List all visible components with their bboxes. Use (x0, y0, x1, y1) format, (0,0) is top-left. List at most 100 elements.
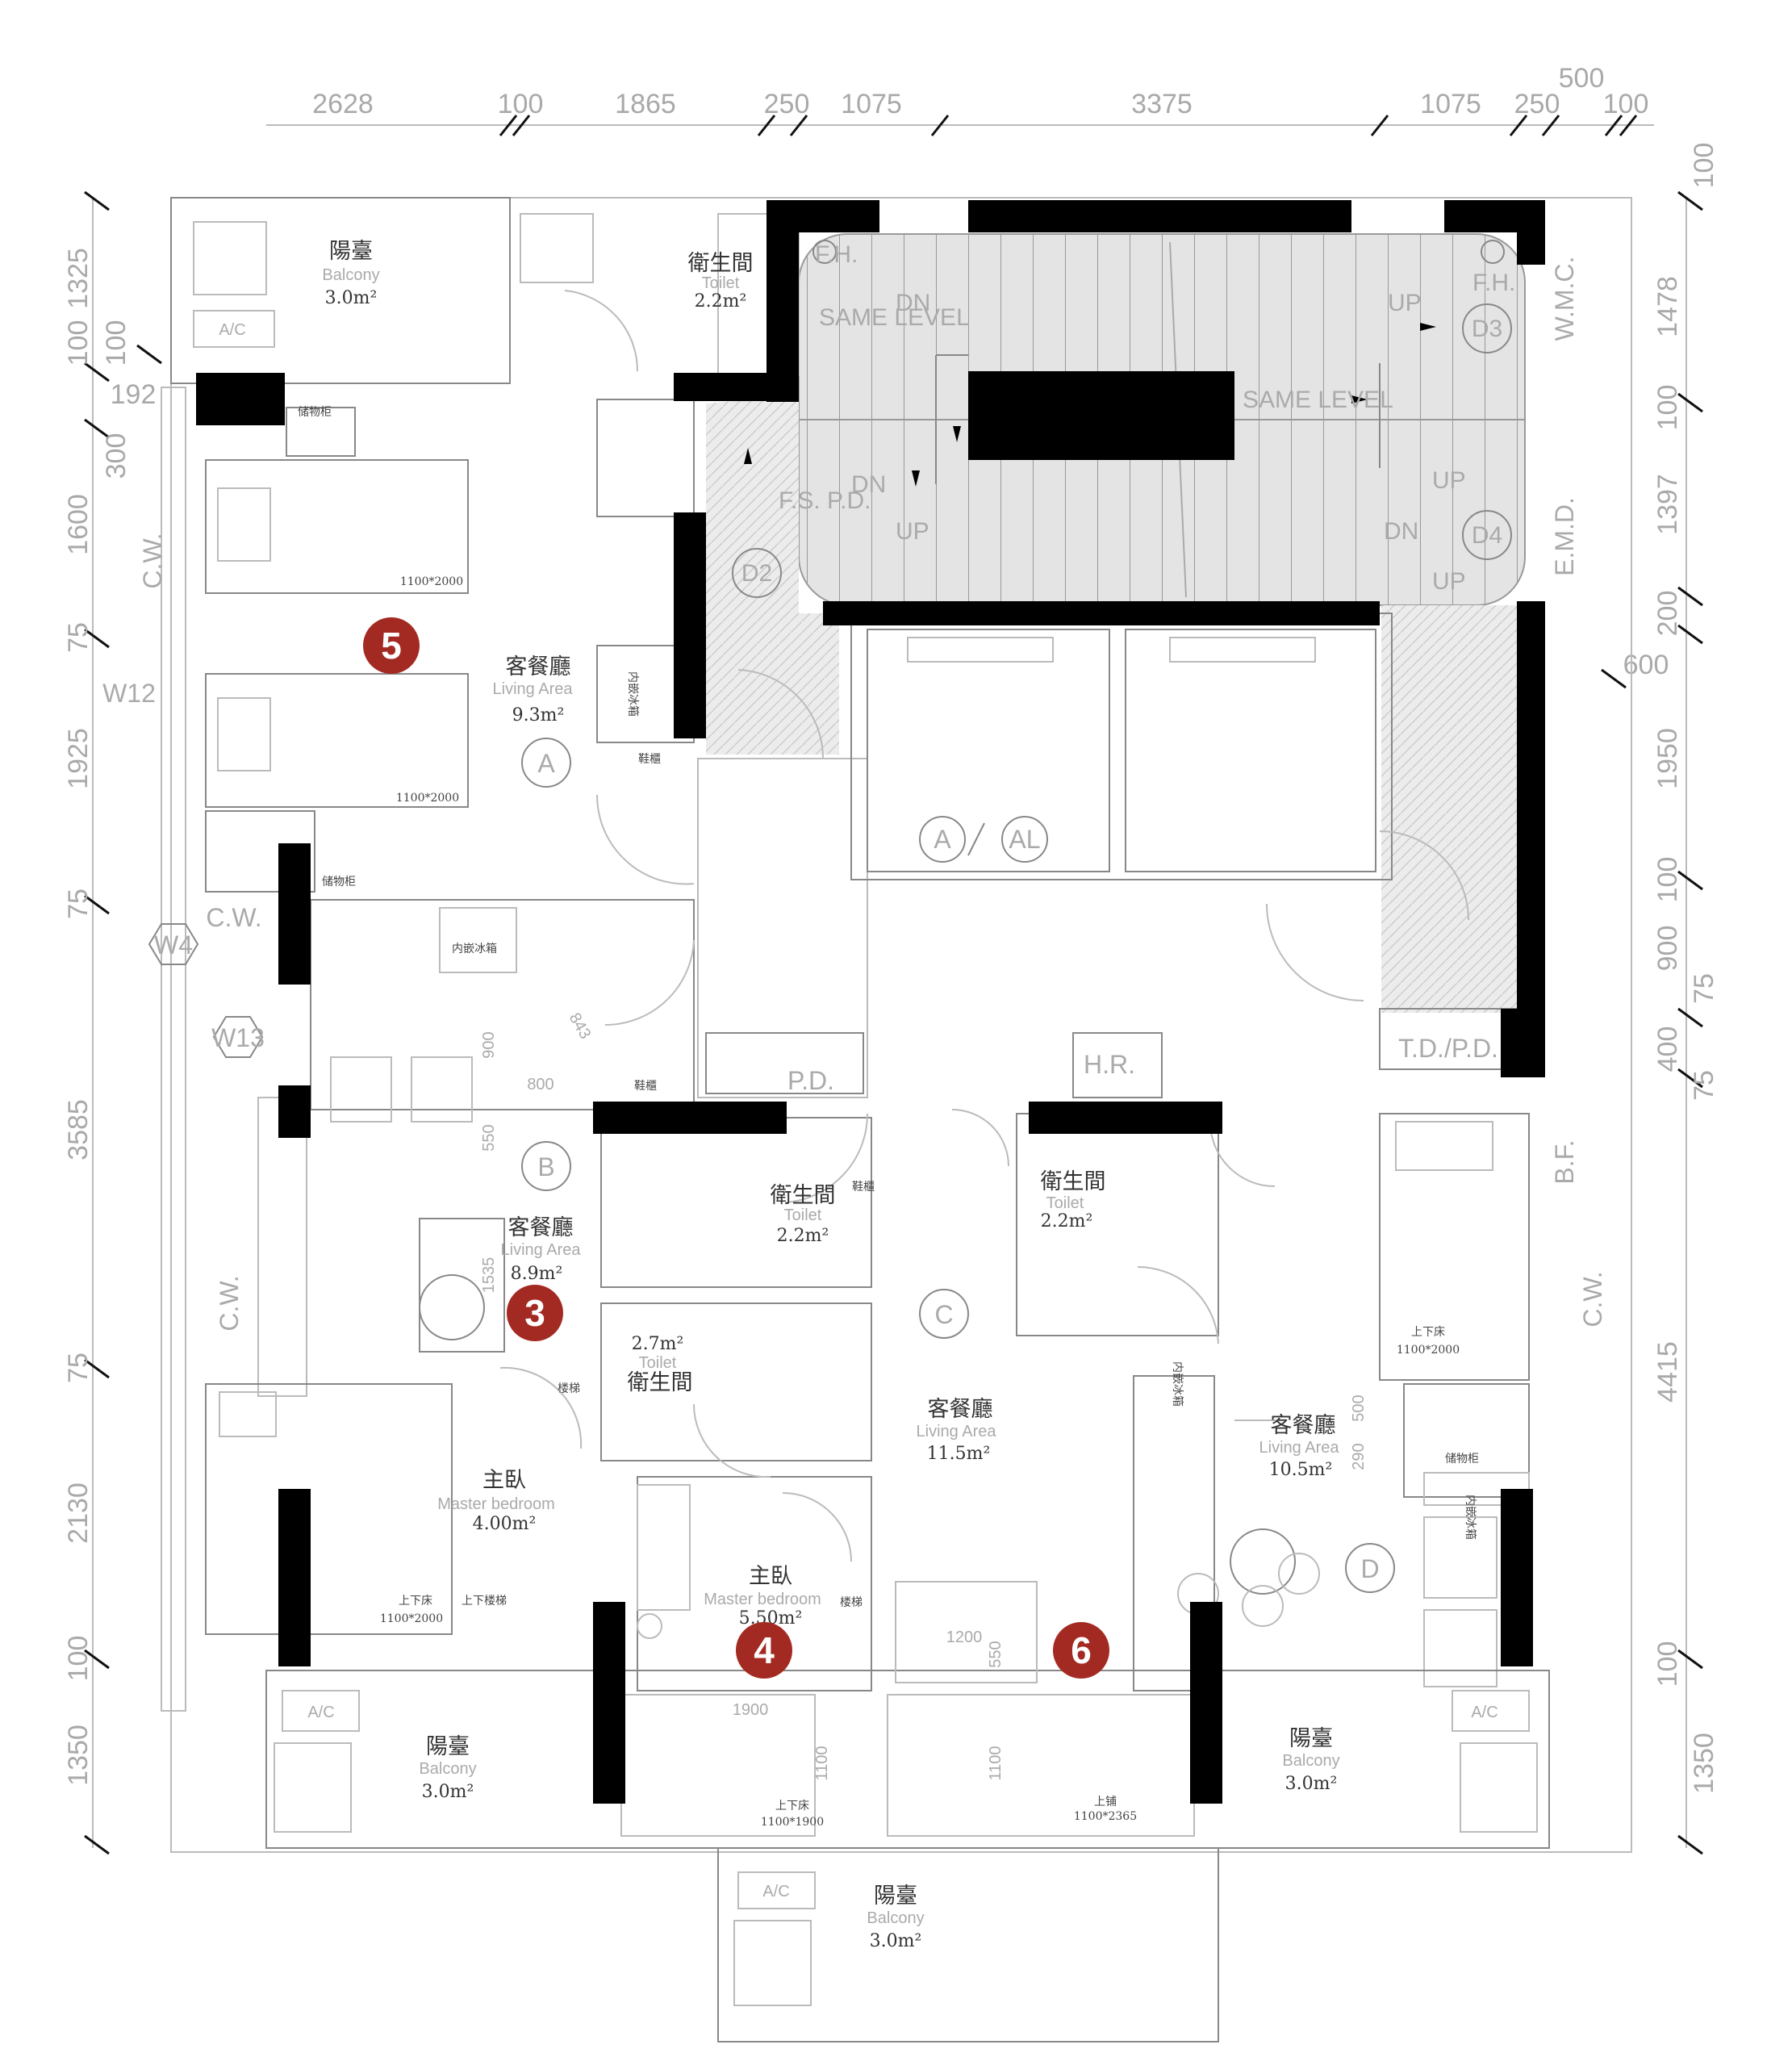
shoe-label-1: 鞋櫃 (638, 753, 661, 766)
dim-left-12: 100 (63, 1636, 94, 1682)
svg-text:2.7m²: 2.7m² (632, 1334, 684, 1354)
dim-right-3: 1397 (1652, 474, 1683, 535)
room-toilet-mid: 2.7m² Toilet 衛生間 (628, 1334, 693, 1395)
stair-label-m: 楼梯 (840, 1596, 863, 1609)
svg-text:1100: 1100 (987, 1746, 1005, 1780)
dim-top-1: 100 (498, 89, 544, 119)
dim-left-2: 100 (101, 320, 132, 366)
fridge-label-2: 内嵌冰箱 (626, 671, 639, 717)
furniture-labels: 1100*2000 1100*2000 1100*2000 1100*2000 … (219, 321, 1498, 1900)
dim-right-8: 100 (1652, 857, 1683, 903)
marker-4: 4 (754, 1629, 775, 1671)
dim-left-4: 300 (101, 433, 132, 479)
marker-circle-5 (363, 617, 420, 674)
cw-label-2: C.W. (206, 903, 261, 932)
dim-top-2: 1865 (615, 89, 676, 119)
lift-a-label: A (934, 825, 951, 854)
cw-label-4: C.W. (1578, 1271, 1607, 1327)
d2-label: D2 (741, 560, 772, 587)
stair-label-b: 楼梯 (558, 1382, 580, 1395)
emd-label: E.M.D. (1550, 497, 1579, 576)
dim-left-11: 2130 (63, 1482, 94, 1544)
bunk-label-2: 上下床 (399, 1595, 432, 1608)
same-level-1: SAME LEVEL (819, 304, 970, 331)
dim-left-8: 75 (63, 889, 94, 919)
bed-size-6: 1100*2365 (1074, 1810, 1137, 1823)
room-balcony-bl: 陽臺 Balcony 3.0m² (419, 1734, 476, 1802)
svg-text:主臥: 主臥 (749, 1564, 792, 1589)
dim-right-13: 100 (1652, 1641, 1683, 1687)
dim-left-13: 1350 (63, 1725, 94, 1786)
svg-text:Living Area: Living Area (493, 680, 574, 698)
svg-text:900: 900 (480, 1031, 498, 1058)
dim-right-5: 600 (1623, 650, 1669, 680)
svg-text:Living Area: Living Area (917, 1423, 997, 1440)
ac-label-2: A/C (307, 1704, 334, 1721)
right-dimension-line: 100 1478 100 1397 200 600 1950 900 100 7… (1601, 143, 1719, 1855)
svg-text:550: 550 (987, 1641, 1005, 1667)
marker-6: 6 (1071, 1629, 1092, 1671)
fspd-label: F.S. P.D. (779, 487, 871, 514)
dim-right-14: 1350 (1689, 1733, 1719, 1794)
room-toilet-top: 衛生間 Toilet 2.2m² (688, 251, 754, 312)
svg-text:客餐廳: 客餐廳 (1271, 1413, 1336, 1438)
svg-text:衛生間: 衛生間 (1041, 1169, 1106, 1194)
dim-right-4: 200 (1652, 591, 1683, 637)
room-living-a: 客餐廳 Living Area 9.3m² (493, 654, 574, 725)
unit-labels: A B C D A AL (521, 738, 1395, 1593)
unit-a-label: A (537, 749, 555, 778)
marker-circle-4 (736, 1622, 792, 1679)
room-balcony-br: 陽臺 Balcony 3.0m² (1282, 1726, 1339, 1794)
dim-right-12: 4415 (1652, 1341, 1683, 1403)
bunk-label-1: 上下床 (1411, 1326, 1445, 1339)
dim-right-0: 100 (1689, 143, 1719, 189)
room-labels: 陽臺 Balcony 3.0m² 衛生間 Toilet 2.2m² 客餐廳 Li… (322, 239, 1339, 1951)
dim-left-5: 1600 (63, 494, 94, 555)
outlines (161, 197, 1632, 2043)
svg-text:Balcony: Balcony (1282, 1752, 1339, 1770)
dim-top-8: 100 (1603, 89, 1649, 119)
bunk-label-3: 上下床 (775, 1800, 809, 1813)
svg-text:2.2m²: 2.2m² (695, 291, 747, 312)
shoe-label-2: 鞋櫃 (634, 1080, 657, 1093)
svg-text:800: 800 (527, 1076, 553, 1093)
storage-label-3: 储物柜 (1445, 1453, 1479, 1466)
walls (196, 200, 1545, 1804)
unit-d-label: D (1360, 1554, 1379, 1583)
fridge-label-3: 内嵌冰箱 (1171, 1361, 1184, 1407)
dim-right-2: 100 (1652, 385, 1683, 431)
hr-label: H.R. (1084, 1050, 1135, 1079)
stair-dn-3: DN (1384, 518, 1418, 545)
svg-text:4.00m²: 4.00m² (473, 1514, 537, 1534)
left-dimension-line: 1325 100 100 192 300 1600 75 1925 75 358… (63, 190, 162, 1855)
svg-text:3.0m²: 3.0m² (870, 1931, 922, 1951)
bed-size-1: 1100*2000 (400, 575, 463, 588)
svg-text:衛生間: 衛生間 (771, 1183, 836, 1208)
ac-label-4: A/C (762, 1883, 789, 1900)
stair-dn-2: DN (851, 471, 886, 498)
wmc-label: W.M.C. (1550, 257, 1579, 341)
svg-text:衛生間: 衛生間 (628, 1370, 693, 1395)
svg-text:3.0m²: 3.0m² (1285, 1774, 1338, 1794)
svg-text:Toilet: Toilet (784, 1206, 822, 1224)
svg-text:客餐廳: 客餐廳 (506, 654, 571, 679)
d3-label: D3 (1472, 316, 1502, 342)
svg-text:500: 500 (1350, 1394, 1368, 1421)
svg-text:衛生間: 衛生間 (688, 251, 754, 276)
bed-size-3: 1100*2000 (1397, 1344, 1460, 1357)
svg-text:3.0m²: 3.0m² (325, 288, 378, 308)
unit-markers: 5 3 4 6 (363, 617, 1109, 1679)
fridge-label-4: 内嵌冰箱 (1464, 1495, 1477, 1540)
stair-dn-1: DN (896, 290, 930, 316)
dim-left-7: 1925 (63, 728, 94, 789)
ac-label-3: A/C (1471, 1704, 1498, 1721)
fridge-label-1: 内嵌冰箱 (452, 943, 497, 955)
svg-text:1100: 1100 (813, 1746, 831, 1780)
room-toilet-c: 衛生間 Toilet 2.2m² (1041, 1169, 1106, 1231)
stair-up-1: UP (1388, 290, 1422, 316)
room-master-m: 主臥 Master bedroom 5.50m² (704, 1564, 821, 1629)
marker-3: 3 (524, 1292, 545, 1334)
dim-top-7: 250 (1514, 89, 1560, 119)
svg-text:843: 843 (566, 1010, 595, 1043)
